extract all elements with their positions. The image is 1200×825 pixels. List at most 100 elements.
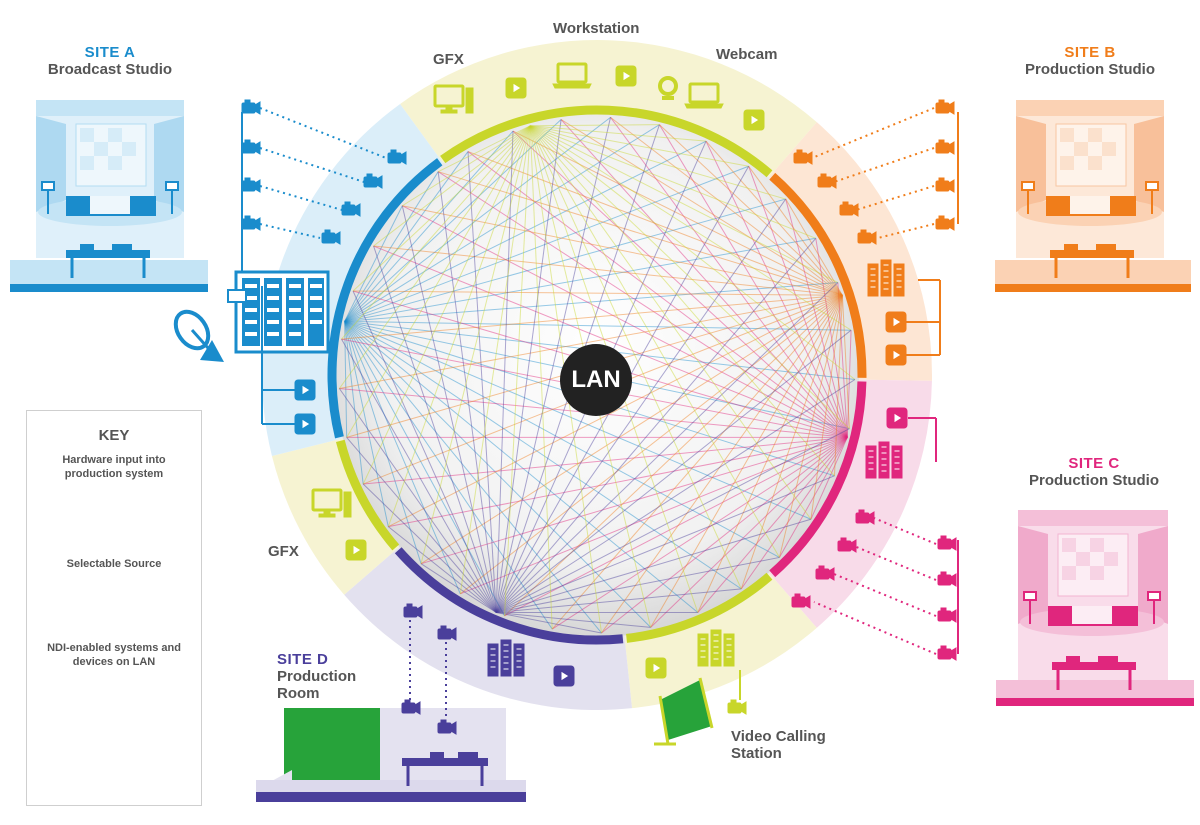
key-title: KEY [98, 427, 130, 444]
link-site-a [344, 321, 364, 485]
video-calling-server-icon [697, 629, 735, 667]
link-site-d [495, 428, 850, 613]
site-d-room-illustration [256, 708, 526, 802]
site-b-camera-icon-outer-1 [935, 99, 955, 115]
link-workstation [459, 125, 531, 594]
link-site-d [496, 611, 602, 634]
site-a-camera-leader-4 [259, 223, 321, 239]
arc-site-c [769, 381, 867, 578]
link-site-a [344, 205, 403, 322]
site-d-subtitle: Production Room [277, 668, 357, 702]
link-site-c [363, 436, 848, 485]
link-site-c [560, 119, 848, 438]
site-c-camera-icon-outer-3 [937, 607, 957, 623]
site-b-play-icon-1 [885, 311, 907, 333]
link-site-a [344, 321, 389, 527]
site-d-play-icon [553, 665, 575, 687]
link-site-d [341, 338, 497, 613]
link-site-c [810, 437, 848, 520]
link-site-c [402, 205, 848, 438]
arc-top-workstation [440, 105, 773, 178]
link-site-a [344, 237, 816, 322]
site-b-camera-leader-3 [855, 185, 935, 211]
site-c-server-icon [865, 441, 903, 479]
link-site-c [748, 166, 848, 438]
link-workstation [530, 125, 749, 167]
link-site-b [841, 295, 850, 429]
lan-node [560, 344, 632, 416]
site-c-camera-icon-outer-4 [937, 645, 957, 661]
site-d-server-icon [487, 639, 525, 677]
link-workstation [338, 125, 531, 389]
link-site-a [344, 130, 514, 322]
link-site-c [778, 437, 848, 558]
site-c-camera-icon-outer-2 [937, 571, 957, 587]
link-site-a [344, 320, 742, 590]
gfx-top-label: GFX [433, 51, 464, 68]
link-site-d [401, 205, 497, 613]
sector-site-c [768, 379, 932, 628]
link-site-d [338, 388, 497, 613]
site-a-studio-illustration [10, 100, 208, 292]
link-workstation [529, 125, 856, 380]
link-site-b [373, 245, 843, 296]
site-a-camera-icon-outer-1 [241, 99, 261, 115]
site-b-camera-leader-4 [877, 223, 935, 239]
site-c-play-icon [886, 407, 908, 429]
sector-gfx-left [271, 438, 400, 595]
site-b-name: SITE B [1064, 44, 1116, 61]
link-site-b [610, 116, 843, 296]
site-b-camera-icon-outer-2 [935, 139, 955, 155]
gfx-left-label: GFX [268, 543, 299, 560]
link-site-d [495, 282, 839, 613]
link-site-b [512, 130, 843, 296]
link-site-a [344, 116, 611, 322]
video-calling-label: Video Calling Station [731, 728, 826, 762]
link-site-c [504, 436, 848, 617]
site-a-server-rack [227, 270, 330, 354]
link-workstation [352, 125, 531, 292]
link-site-b [833, 295, 843, 476]
link-site-c [815, 238, 848, 438]
link-workstation [530, 125, 786, 200]
link-site-a [344, 321, 553, 630]
link-workstation [529, 125, 835, 477]
site-d-name: SITE D [277, 651, 329, 668]
link-workstation [420, 125, 531, 564]
link-site-b [740, 295, 843, 590]
link-site-b [748, 165, 843, 296]
link-workstation [529, 125, 780, 558]
link-site-c [697, 437, 848, 613]
site-b-camera-icon-outer-4 [935, 215, 955, 231]
video-calling-camera-icon [727, 699, 747, 715]
site-b-subtitle: Production Studio [1025, 61, 1155, 78]
site-d-camera-icon-3 [401, 699, 421, 715]
site-a-camera-icon-outer-2 [241, 139, 261, 155]
link-workstation [346, 125, 531, 438]
arc-site-a [327, 158, 443, 439]
key-selectable-source-text: Selectable Source [66, 558, 162, 570]
link-site-c [837, 282, 848, 438]
webcam-play-icon [743, 109, 765, 131]
site-b-camera-leader-1 [811, 107, 935, 159]
leader-lines [241, 107, 959, 720]
link-site-c [740, 437, 848, 590]
link-site-b [551, 294, 843, 630]
arc-site-b [769, 172, 867, 378]
site-c-camera-leader-4 [813, 601, 937, 655]
link-site-b [438, 171, 843, 296]
link-site-d [495, 379, 856, 613]
link-site-a [344, 321, 505, 617]
link-workstation [530, 125, 816, 239]
link-workstation [341, 125, 531, 340]
video-calling-play-icon [645, 657, 667, 679]
link-site-a [344, 282, 838, 322]
link-site-c [610, 117, 848, 438]
link-site-b [650, 295, 843, 628]
gfx-top-play-icon [505, 77, 527, 99]
site-b-play-icon-2 [885, 344, 907, 366]
link-site-c [705, 140, 848, 438]
site-a-label: SITE A Broadcast Studio [30, 44, 190, 78]
link-site-a [344, 151, 469, 322]
